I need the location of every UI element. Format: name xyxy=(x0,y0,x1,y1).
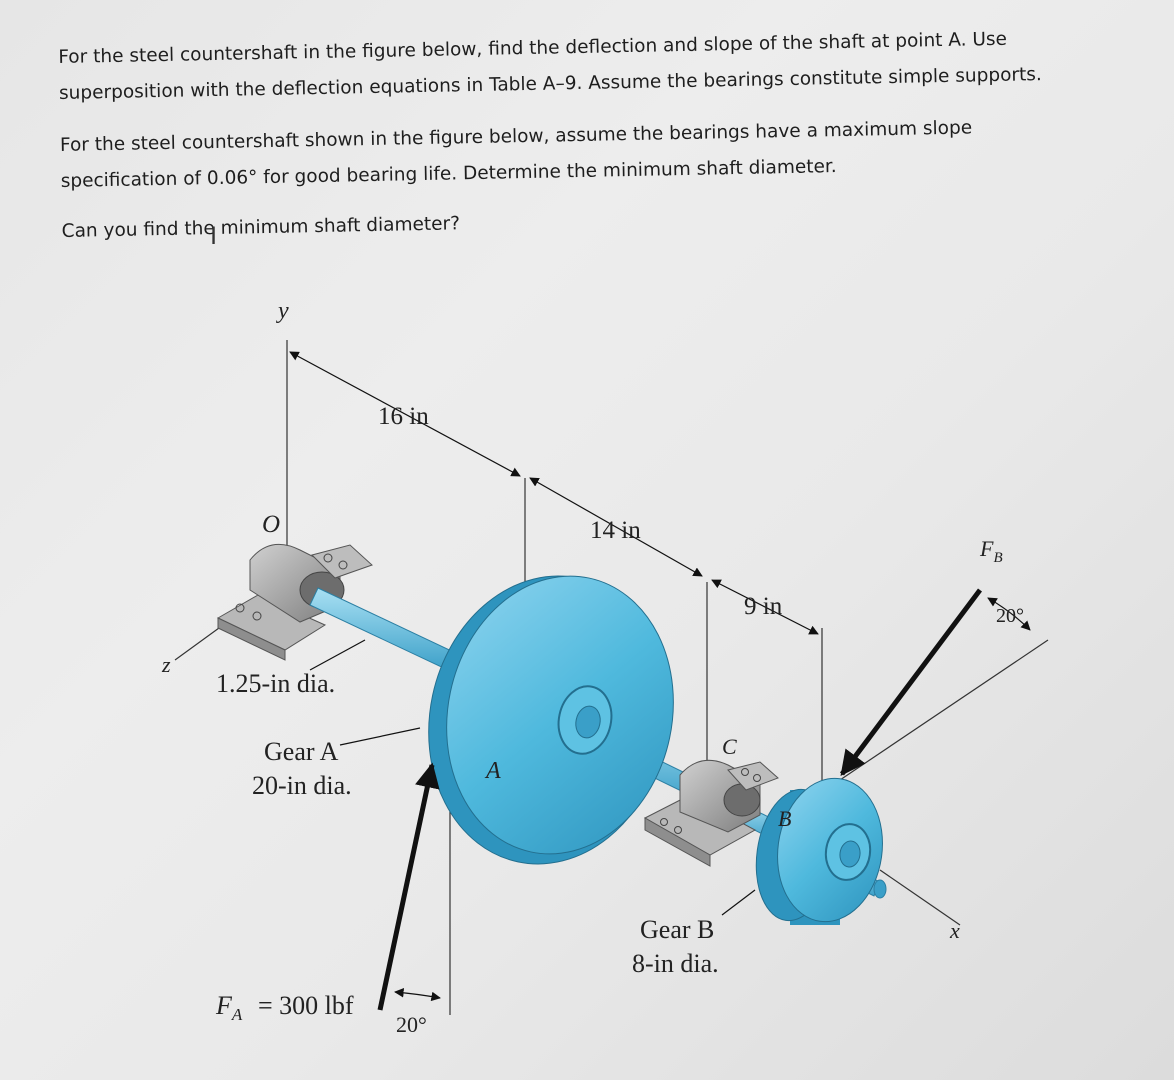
angle-a-arc xyxy=(394,987,441,1002)
dimension-9in xyxy=(711,579,819,635)
figure-labels: y z x O 16 in 14 in 9 in 1.25-in dia. Ge… xyxy=(161,298,1024,1037)
shaft-dia-leader-line xyxy=(309,639,366,671)
dimension-14in-label: 14 in xyxy=(590,517,641,544)
dimension-16in xyxy=(289,351,521,477)
gear-b-name-label: Gear B xyxy=(640,915,714,944)
bearing-c xyxy=(643,759,779,867)
dimension-9in-label: 9 in xyxy=(744,593,783,620)
gear-a xyxy=(428,575,674,865)
bearing-o xyxy=(216,543,373,661)
axis-x-label: x xyxy=(949,918,960,943)
gear-b-leader-line xyxy=(721,889,756,916)
origin-label: O xyxy=(262,511,280,538)
axis-z-label: z xyxy=(161,652,171,677)
angle-b-arc xyxy=(987,597,1031,631)
gear-a-name-label: Gear A xyxy=(264,737,339,766)
point-c-label: C xyxy=(722,734,737,759)
force-a-value-label: = 300 lbf xyxy=(258,991,354,1020)
force-b-symbol: FB xyxy=(979,536,1003,566)
angle-a-label: 20° xyxy=(396,1012,427,1037)
force-b-reference-line xyxy=(839,639,1049,781)
force-b-arrow xyxy=(840,588,982,776)
dimension-16in-label: 16 in xyxy=(378,403,429,430)
force-vectors xyxy=(377,588,1031,1011)
dimension-lines xyxy=(289,351,819,916)
text-cursor-icon: I xyxy=(210,222,218,250)
gear-b xyxy=(755,777,883,925)
angle-b-label: 20° xyxy=(996,605,1024,627)
x-axis-line xyxy=(879,869,961,926)
dimension-14in xyxy=(529,477,703,577)
point-b-label: B xyxy=(778,806,791,831)
point-a-label: A xyxy=(484,758,501,784)
gear-a-diameter-label: 20-in dia. xyxy=(252,771,352,800)
force-a-arrow xyxy=(377,762,440,1011)
shaft-diameter-label: 1.25-in dia. xyxy=(216,669,335,698)
force-a-symbol: FA xyxy=(215,991,243,1024)
gear-a-leader-line xyxy=(339,727,421,746)
axis-y-label: y xyxy=(276,298,289,324)
gear-b-diameter-label: 8-in dia. xyxy=(632,949,719,978)
